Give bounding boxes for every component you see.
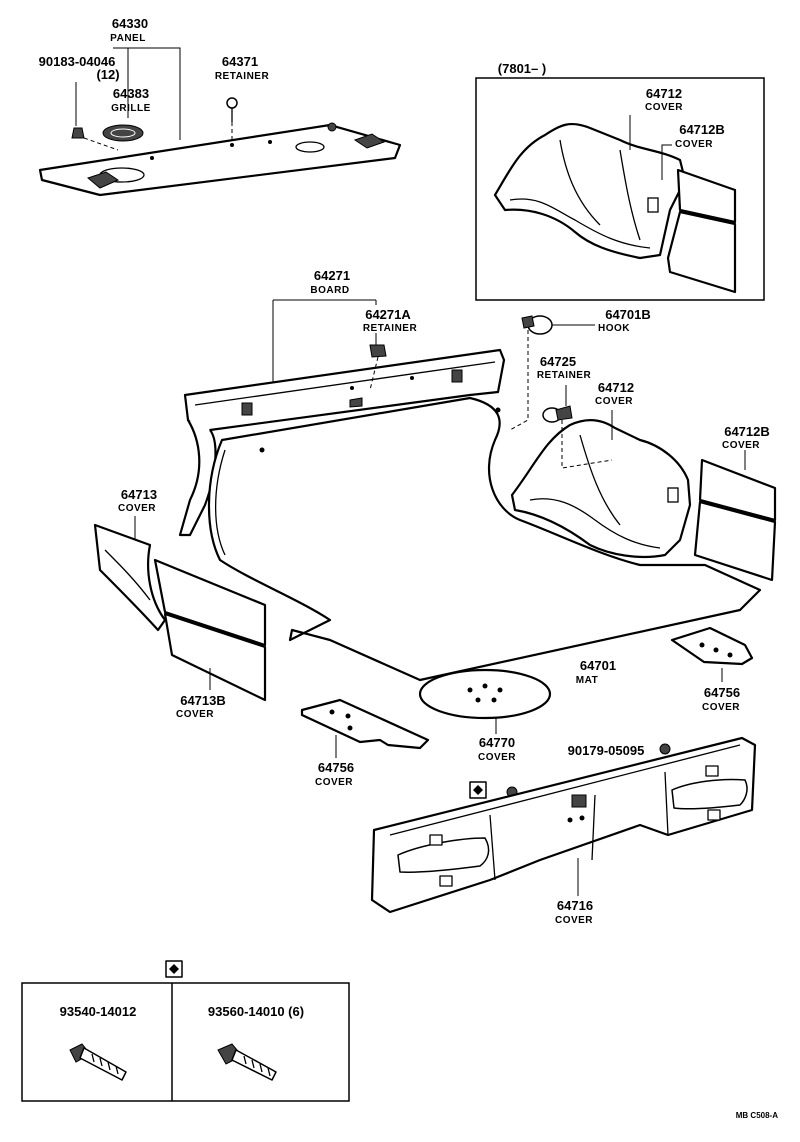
drawing-ref: MB C508-A <box>736 1111 778 1120</box>
callout-64756-right: 64756 COVER <box>702 685 740 713</box>
bolt-table-marker <box>165 960 183 978</box>
svg-text:COVER: COVER <box>595 396 633 407</box>
svg-text:64383: 64383 <box>113 86 149 101</box>
clip-90183 <box>71 127 85 139</box>
cover-64756-right <box>670 626 754 666</box>
callout-64770: 64770 COVER <box>478 735 516 763</box>
callout-64271: 64271 BOARD <box>310 268 350 296</box>
bolt-table-left-label: 93540-14012 <box>60 1004 137 1019</box>
svg-text:COVER: COVER <box>118 503 156 514</box>
svg-text:COVER: COVER <box>478 752 516 763</box>
svg-text:64271A: 64271A <box>365 307 411 322</box>
callout-64271A: 64271A RETAINER <box>363 307 418 334</box>
svg-text:COVER: COVER <box>702 702 740 713</box>
retainer-64371 <box>226 97 238 122</box>
callout-64756-left: 64756 COVER <box>315 760 354 788</box>
inset-title: (7801– ) <box>498 61 546 76</box>
callout-64701: 64701 MAT <box>576 658 616 686</box>
svg-text:GRILLE: GRILLE <box>111 103 151 114</box>
svg-text:64716: 64716 <box>557 898 593 913</box>
svg-text:COVER: COVER <box>675 139 713 150</box>
grille-64383 <box>102 124 144 142</box>
svg-text:64701: 64701 <box>580 658 616 673</box>
svg-text:64713B: 64713B <box>180 693 226 708</box>
callout-64371: 64371 RETAINER <box>215 54 270 82</box>
svg-text:64770: 64770 <box>479 735 515 750</box>
callout-64725: 64725 RETAINER <box>537 354 592 381</box>
callout-64383: 64383 GRILLE <box>111 86 151 114</box>
clip-90179 <box>659 743 671 755</box>
inset-box <box>475 77 765 301</box>
svg-text:COVER: COVER <box>555 915 593 926</box>
retainer-64725 <box>542 405 573 423</box>
panel-64330 <box>38 122 402 197</box>
cover-64713B <box>153 558 267 702</box>
svg-text:64756: 64756 <box>704 685 740 700</box>
board-64271 <box>178 348 506 537</box>
svg-text:MAT: MAT <box>576 675 598 686</box>
svg-text:64271: 64271 <box>314 268 350 283</box>
callout-64713: 64713 COVER <box>118 487 157 514</box>
bolt-table <box>21 982 350 1102</box>
retainer-64271A <box>369 344 387 358</box>
svg-text:64330: 64330 <box>112 16 148 31</box>
svg-text:90183-04046: 90183-04046 <box>39 54 116 69</box>
cover-64770 <box>418 668 552 720</box>
callout-64712-inset: 64712 COVER <box>645 86 683 113</box>
svg-text:COVER: COVER <box>315 777 353 788</box>
svg-text:64712B: 64712B <box>724 424 770 439</box>
cover-64756-left <box>300 698 430 750</box>
svg-text:HOOK: HOOK <box>598 323 630 334</box>
callout-64712B-inset: 64712B COVER <box>675 122 725 150</box>
bolt-table-right-label: 93560-14010 (6) <box>208 1004 304 1019</box>
svg-text:(12): (12) <box>96 67 119 82</box>
bolt-93560-drawing <box>217 1043 277 1081</box>
callout-64701B: 64701B HOOK <box>598 307 651 334</box>
bolt-symbol-marker <box>469 781 518 799</box>
svg-text:64371: 64371 <box>222 54 258 69</box>
callout-64330: 64330 PANEL <box>110 16 148 44</box>
callout-64713B: 64713B COVER <box>176 693 226 720</box>
bolt-93540-drawing <box>69 1043 127 1081</box>
mat-64701 <box>207 396 762 682</box>
callout-64712: 64712 COVER <box>595 380 634 407</box>
cover-64713 <box>93 523 167 632</box>
svg-text:64725: 64725 <box>540 354 576 369</box>
cover-64712B <box>693 458 777 582</box>
callout-64712B: 64712B COVER <box>722 424 770 451</box>
svg-text:COVER: COVER <box>176 709 214 720</box>
svg-text:BOARD: BOARD <box>310 285 349 296</box>
svg-text:RETAINER: RETAINER <box>215 71 270 82</box>
svg-text:64712: 64712 <box>646 86 682 101</box>
svg-text:64712B: 64712B <box>679 122 725 137</box>
svg-text:64713: 64713 <box>121 487 157 502</box>
svg-text:COVER: COVER <box>722 440 760 451</box>
svg-text:64712: 64712 <box>598 380 634 395</box>
callout-64716: 64716 COVER <box>555 898 593 926</box>
svg-text:RETAINER: RETAINER <box>363 323 418 334</box>
svg-text:64701B: 64701B <box>605 307 651 322</box>
cover-64712 <box>510 419 692 559</box>
svg-text:PANEL: PANEL <box>110 33 146 44</box>
hook-64701B <box>521 315 553 335</box>
callout-90183: 90183-04046 (12) <box>39 54 120 82</box>
callout-90179: 90179-05095 <box>568 743 645 758</box>
svg-text:90179-05095: 90179-05095 <box>568 743 645 758</box>
cover-64716 <box>370 736 757 914</box>
leader-64330 <box>113 47 181 140</box>
svg-text:RETAINER: RETAINER <box>537 370 592 381</box>
svg-text:COVER: COVER <box>645 102 683 113</box>
svg-text:64756: 64756 <box>318 760 354 775</box>
